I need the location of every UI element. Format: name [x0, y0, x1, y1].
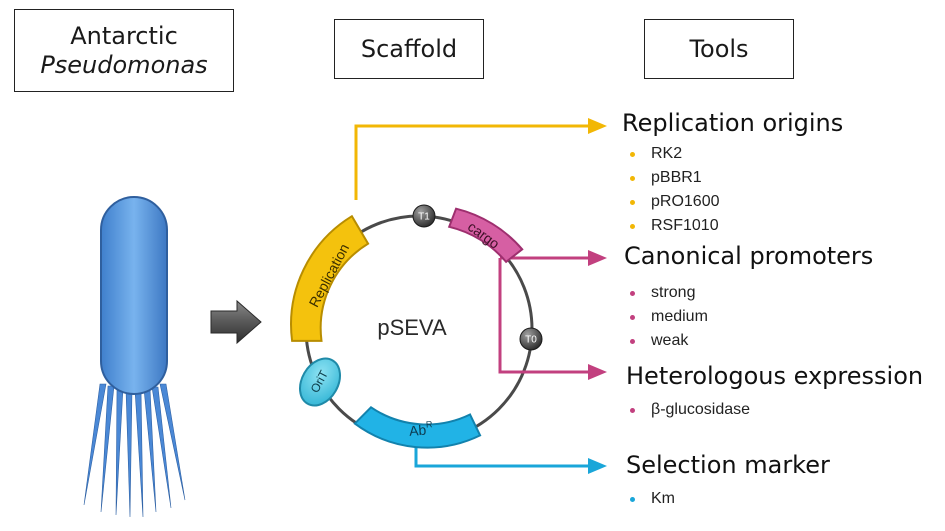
replication-origins-list: RK2 pBBR1 pRO1600 RSF1010: [624, 142, 720, 238]
canonical-promoters-list: strong medium weak: [624, 281, 708, 353]
selection-marker-list: Km: [624, 487, 675, 511]
list-item: β-glucosidase: [624, 398, 750, 422]
canonical-promoters-title: Canonical promoters: [624, 242, 874, 270]
terminator-t0-label: T0: [525, 335, 537, 346]
connector-expression: [498, 258, 607, 380]
ab-label: AbR: [408, 420, 433, 439]
list-item: Km: [624, 487, 675, 511]
process-arrow: [210, 299, 262, 345]
list-item: RSF1010: [624, 214, 720, 238]
connector-selection: [414, 446, 607, 474]
scaffold-header: Scaffold: [360, 34, 458, 63]
list-item: strong: [624, 281, 708, 305]
replication-segment: [290, 214, 370, 342]
list-item: pRO1600: [624, 190, 720, 214]
heterologous-expression-title: Heterologous expression: [626, 362, 924, 390]
replication-origins-title: Replication origins: [622, 109, 844, 137]
list-item: weak: [624, 329, 708, 353]
scaffold-header-box: Scaffold: [334, 19, 484, 79]
list-item: pBBR1: [624, 166, 720, 190]
plasmid-name: pSEVA: [377, 315, 447, 340]
orit-element: [299, 357, 341, 407]
terminator-t1: [412, 204, 436, 228]
organism-header-line1: Antarctic: [70, 21, 178, 50]
bacterium-body: [100, 196, 168, 395]
flagella: [83, 383, 186, 518]
ab-resistance-segment: [353, 406, 482, 449]
selection-marker-title: Selection marker: [626, 451, 830, 479]
list-item: medium: [624, 305, 708, 329]
list-item: RK2: [624, 142, 720, 166]
heterologous-expression-list: β-glucosidase: [624, 398, 750, 422]
organism-header-line2: Pseudomonas: [40, 50, 208, 79]
connector-promoters: [500, 250, 607, 266]
tools-header-box: Tools: [644, 19, 794, 79]
terminator-t0: [519, 327, 543, 351]
cargo-segment: [447, 207, 524, 264]
tools-header: Tools: [689, 34, 749, 63]
connector-replication: [354, 118, 607, 200]
terminator-t1-label: T1: [418, 212, 430, 223]
organism-header-box: Antarctic Pseudomonas: [14, 9, 234, 92]
